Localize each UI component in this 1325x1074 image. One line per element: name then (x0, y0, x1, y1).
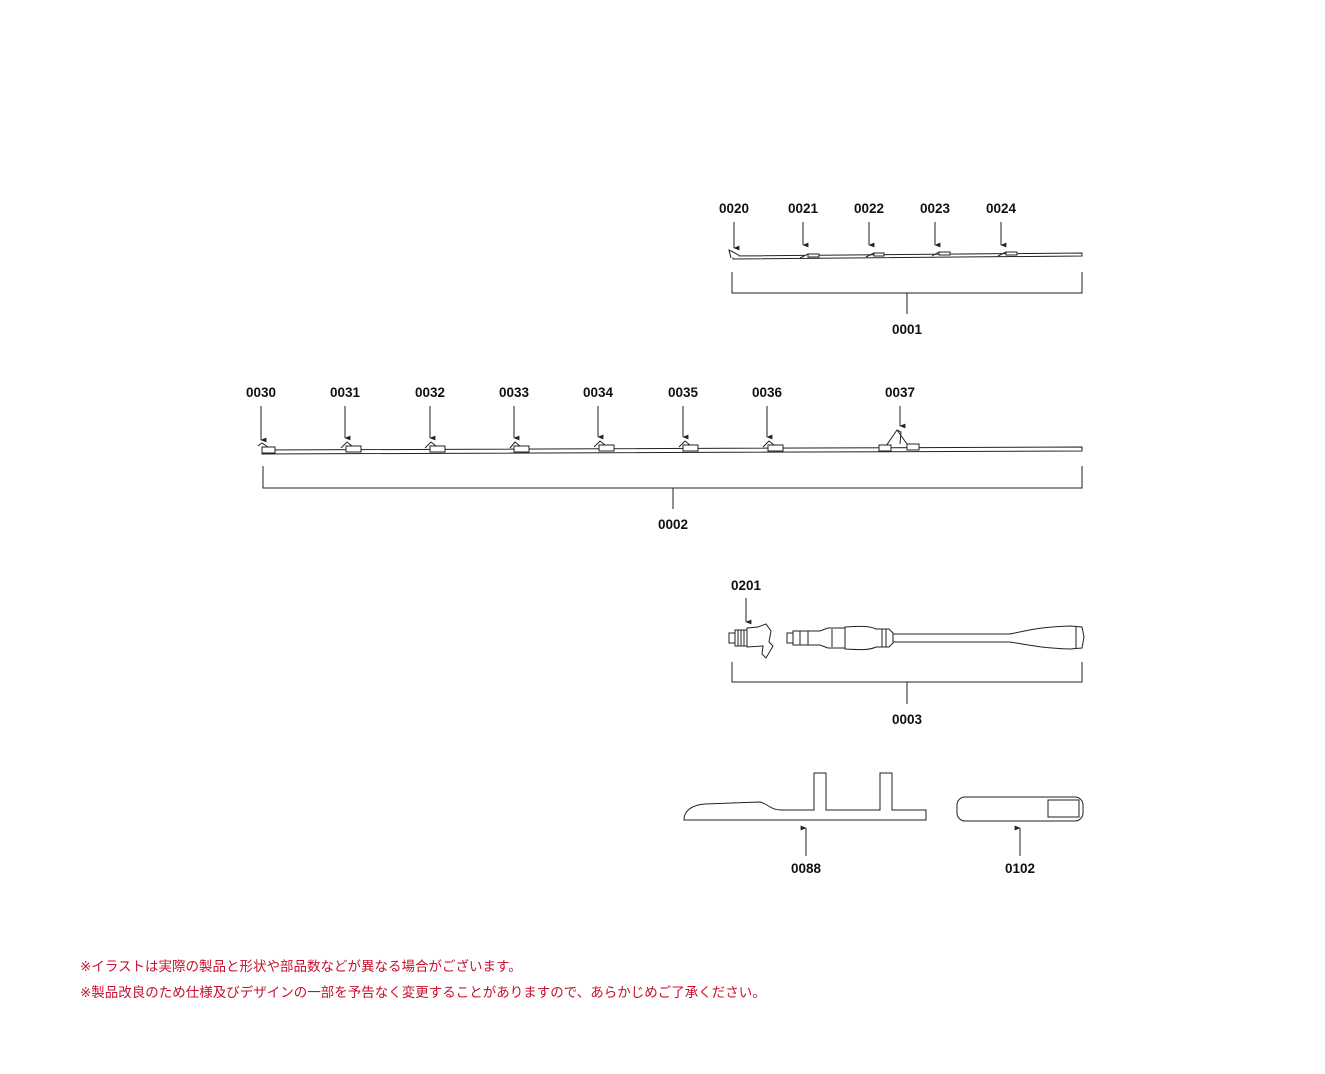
guide-label: 0032 (415, 385, 445, 400)
reel-seat-label: 0201 (731, 578, 762, 593)
stand-label: 0088 (791, 861, 822, 876)
butt-section (728, 598, 1085, 704)
top-section-blank (732, 252, 1083, 260)
disclaimer-notes: ※イラストは実際の製品と形状や部品数などが異なる場合がございます。 ※製品改良の… (80, 954, 766, 1006)
middle-labels: 0030 0031 0032 0033 0034 0035 0036 0037 … (246, 385, 915, 532)
guide-label: 0036 (752, 385, 783, 400)
disclaimer-note: ※イラストは実際の製品と形状や部品数などが異なる場合がございます。 (80, 959, 522, 975)
butt-labels: 0201 0003 (731, 578, 923, 727)
guide-label: 0023 (920, 201, 951, 216)
butt-bracket (731, 662, 1083, 704)
top-guides (799, 251, 1018, 259)
top-section (728, 222, 1083, 314)
reel-seat-part (728, 623, 774, 659)
top-labels: 0020 0021 0022 0023 0024 0001 (719, 201, 1017, 337)
butt-handle (786, 625, 1085, 651)
middle-arrows (260, 406, 906, 443)
case-label: 0102 (1005, 861, 1035, 876)
top-arrows (733, 222, 1007, 251)
middle-section-blank (261, 446, 1083, 455)
guide-label: 0022 (854, 201, 884, 216)
tip-top-guide-icon (728, 249, 741, 259)
tip-label: 0020 (719, 201, 749, 216)
accessories (683, 772, 1084, 856)
guide-label: 0030 (246, 385, 276, 400)
middle-bracket (262, 466, 1083, 509)
guide-label: 0031 (330, 385, 361, 400)
guide-label: 0034 (583, 385, 614, 400)
disclaimer-note: ※製品改良のため仕様及びデザインの一部を予告なく変更することがありますので、あら… (80, 985, 766, 1001)
accessory-labels: 0088 0102 (791, 861, 1035, 876)
guide-label: 0033 (499, 385, 530, 400)
middle-section (257, 406, 1083, 509)
guide-label: 0021 (788, 201, 819, 216)
rod-stand-icon (683, 772, 927, 821)
middle-guides (257, 429, 920, 454)
hook-keeper-label: 0037 (885, 385, 915, 400)
assembly-label: 0001 (892, 322, 923, 337)
top-bracket (731, 272, 1083, 314)
guide-label: 0024 (986, 201, 1017, 216)
assembly-label: 0003 (892, 712, 923, 727)
rod-case-icon (956, 796, 1084, 822)
guide-label: 0035 (668, 385, 699, 400)
assembly-label: 0002 (658, 517, 688, 532)
